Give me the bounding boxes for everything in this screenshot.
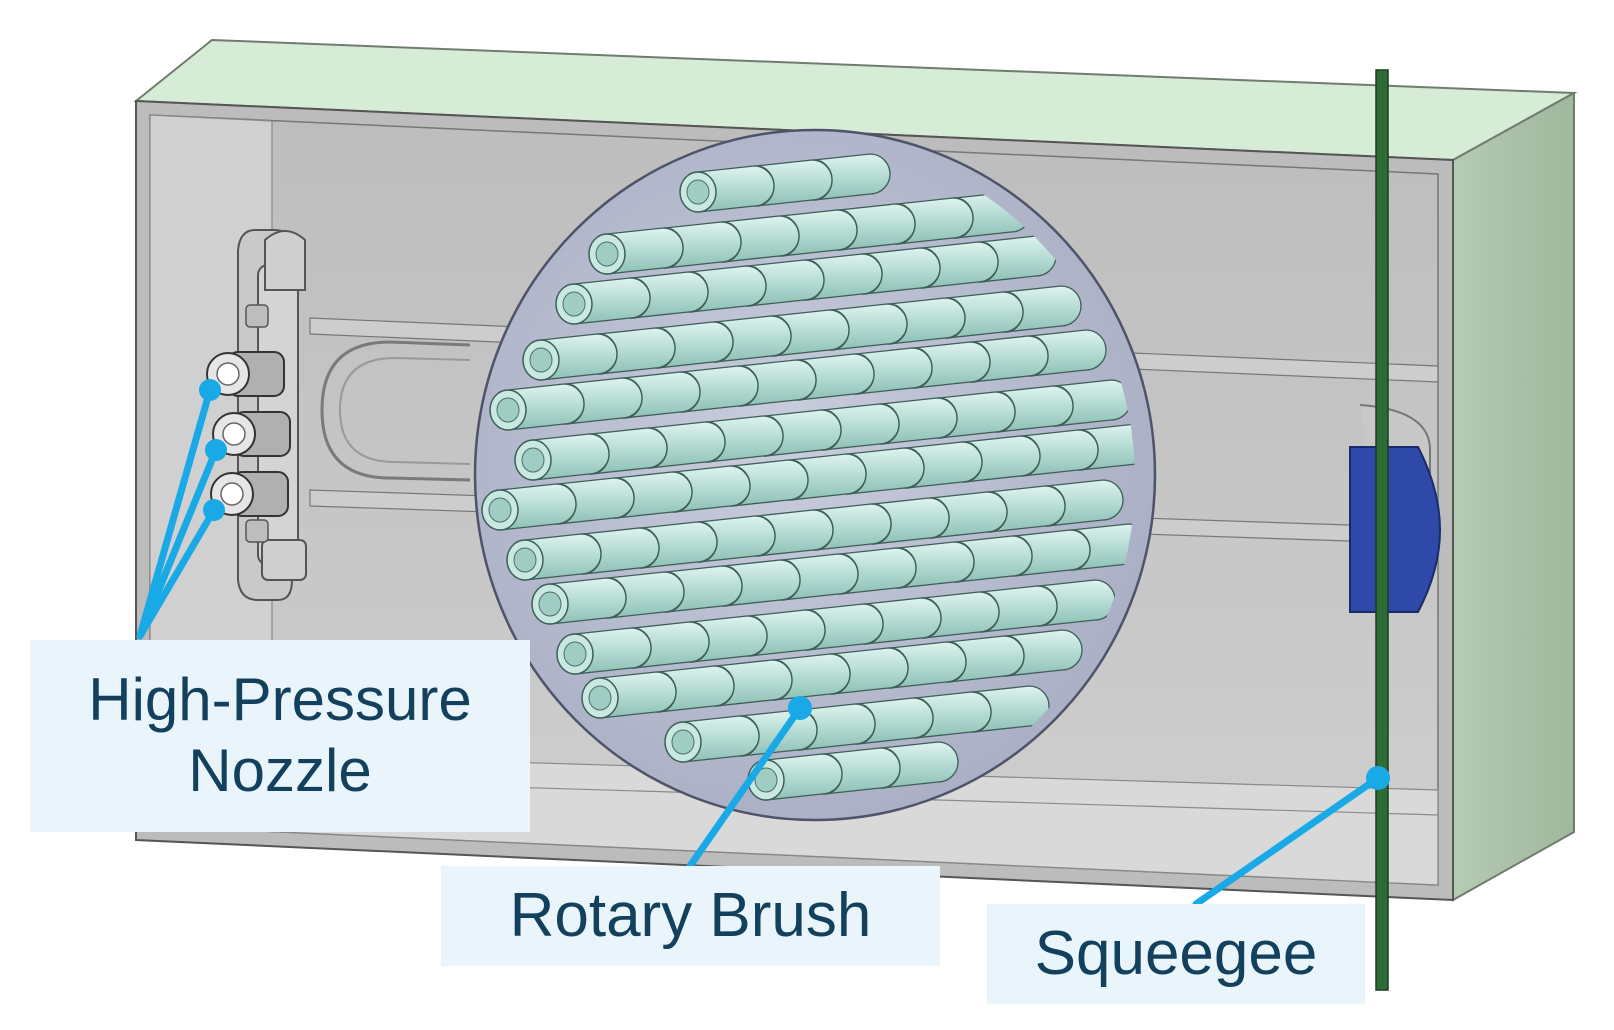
- slot-loop-inner: [338, 356, 471, 465]
- bristle: [555, 277, 651, 325]
- fitting-top: [264, 230, 306, 291]
- manifold-port: [245, 519, 269, 543]
- label-nozzle-line2: Nozzle: [188, 737, 372, 804]
- bristle: [481, 483, 577, 531]
- callout-dot: [788, 696, 812, 720]
- callout-line-brush: [686, 704, 804, 870]
- bristle: [531, 577, 627, 625]
- housing-right-face: [1452, 91, 1575, 902]
- squeegee-blade: [1375, 69, 1389, 991]
- bristle: [664, 715, 760, 763]
- callout-dot: [1366, 766, 1390, 790]
- bristle: [581, 671, 677, 719]
- slot-loop: [320, 340, 471, 482]
- callout-dot: [199, 379, 221, 401]
- callout-dot: [203, 499, 225, 521]
- callout-line-nozzle: [136, 506, 218, 640]
- bristle: [679, 165, 775, 213]
- label-squeegee-text: Squeegee: [1034, 919, 1318, 989]
- label-nozzle-line1: High-Pressure: [88, 666, 472, 734]
- manifold-port: [245, 304, 269, 328]
- label-high-pressure-nozzle: High-Pressure Nozzle: [30, 640, 530, 832]
- bristle: [556, 627, 652, 675]
- rotary-brush: [473, 128, 1157, 822]
- brush-bristles: [481, 153, 1135, 801]
- bristle: [489, 383, 585, 431]
- bristle: [522, 333, 618, 381]
- callout-dots: [199, 379, 1390, 790]
- wiper-block: [1349, 446, 1442, 613]
- bristle: [506, 533, 602, 581]
- label-rotary-brush: Rotary Brush: [441, 866, 940, 966]
- fitting-bottom: [261, 539, 307, 581]
- callout-dot: [205, 439, 227, 461]
- nozzle-manifold: [206, 229, 307, 601]
- label-squeegee: Squeegee: [987, 904, 1365, 1004]
- bristle: [514, 433, 610, 481]
- bristle: [747, 753, 843, 801]
- callout-lines: [136, 386, 1382, 908]
- callout-line-squeegee: [1192, 774, 1382, 908]
- callout-line-nozzle: [136, 386, 214, 640]
- label-brush-text: Rotary Brush: [509, 881, 872, 951]
- callout-line-nozzle: [136, 446, 220, 640]
- squeegee-assembly: [1349, 69, 1442, 991]
- bristle: [588, 227, 684, 275]
